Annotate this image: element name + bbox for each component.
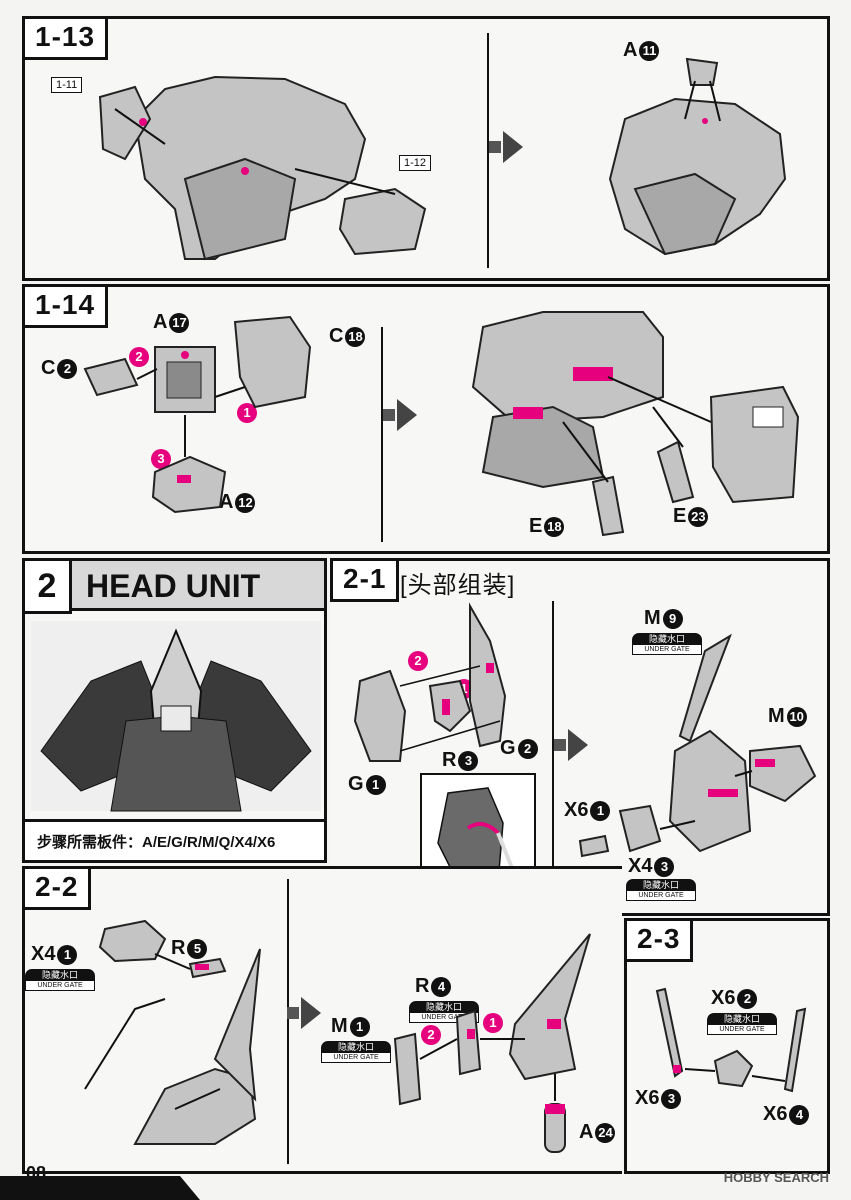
next-arrow-icon <box>489 131 523 163</box>
next-arrow-icon <box>554 729 588 761</box>
footer-bar <box>0 1176 200 1200</box>
required-sheets-note: 步骤所需板件：A/E/G/R/M/Q/X4/X6 <box>25 819 324 860</box>
head-assembly-drawing <box>578 633 817 858</box>
torso-assembly-drawing <box>98 75 427 261</box>
divider <box>287 879 289 1164</box>
sequence-marker: 2 <box>129 347 149 367</box>
sequence-marker: 1 <box>237 403 257 423</box>
divider <box>487 33 489 268</box>
backpack-parts-drawing <box>83 315 312 514</box>
face-parts-drawing <box>84 919 261 1145</box>
page-number: 08 <box>26 1163 47 1183</box>
section-title: HEAD UNIT <box>72 561 324 611</box>
step-tag: 2-3 <box>627 921 694 962</box>
divider <box>552 601 554 901</box>
model-photo <box>31 621 321 812</box>
head-core-parts-drawing <box>353 602 507 762</box>
ref-1-11: 1-11 <box>51 77 83 93</box>
ref-1-12: 1-12 <box>399 155 432 171</box>
sequence-marker: 2 <box>408 651 428 671</box>
watermark-text: HOBBY SEARCH <box>723 1170 829 1185</box>
antenna-assembly-drawing <box>655 987 807 1093</box>
torso-complete-drawing <box>608 57 787 256</box>
divider <box>381 327 383 542</box>
next-arrow-icon <box>383 399 417 431</box>
step-tag: 1-14 <box>25 287 109 328</box>
step-tag: 2-2 <box>25 869 92 910</box>
sequence-marker: 1 <box>483 1013 503 1033</box>
backpack-assembly-drawing <box>471 311 800 537</box>
face-assembly-drawing <box>393 933 591 1153</box>
step-tag: 1-13 <box>25 19 109 60</box>
step-tag: 2-1 <box>330 561 400 602</box>
sequence-marker: 2 <box>421 1025 441 1045</box>
sequence-marker: 3 <box>151 449 171 469</box>
section-2-panel: 2 HEAD UNIT 步骤所需板件：A/E/G/R/M/Q/X4/X6 <box>22 558 327 863</box>
section-number: 2 <box>25 561 72 614</box>
step-subtitle: [头部组装] <box>400 572 516 599</box>
next-arrow-icon <box>287 997 321 1029</box>
